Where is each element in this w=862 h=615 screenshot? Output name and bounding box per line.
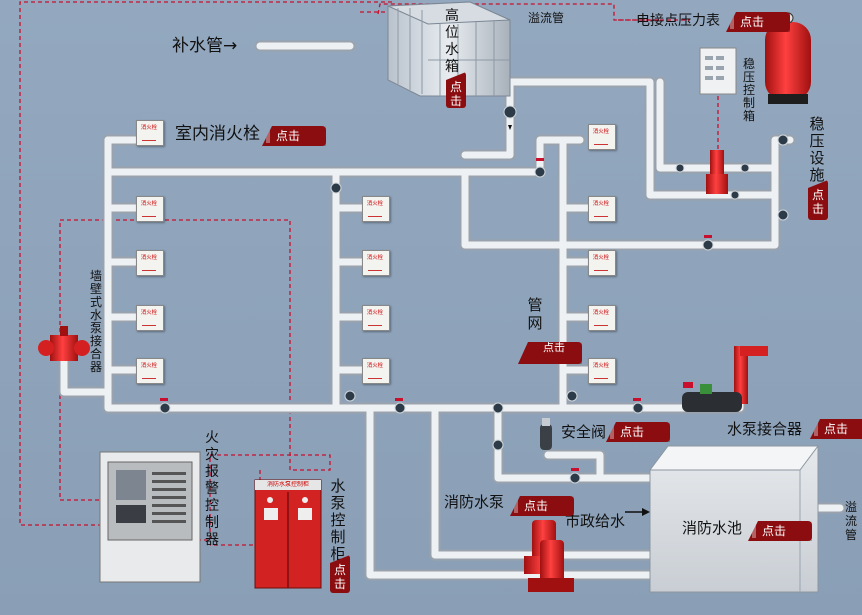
- hydrant-box[interactable]: 消火栓: [136, 305, 164, 331]
- safety-valve-label: 安全阀: [561, 423, 607, 441]
- pump-cabinet-shape: [254, 479, 322, 589]
- hydrant-box[interactable]: 消火栓: [588, 124, 616, 150]
- hydrant-box[interactable]: 消火栓: [136, 250, 164, 276]
- click-label: 点击: [620, 425, 645, 439]
- hydrant-box[interactable]: 消火栓: [136, 358, 164, 384]
- click-label: 点击: [824, 422, 849, 436]
- hydrant-box[interactable]: 消火栓: [588, 196, 616, 222]
- click-label: 点击: [449, 80, 462, 108]
- hydrant-box[interactable]: 消火栓: [362, 305, 390, 331]
- pipe-network-click-button[interactable]: 点击: [518, 342, 582, 364]
- fire-pump-click-button[interactable]: 点击: [510, 496, 574, 516]
- click-label: 点击: [811, 188, 824, 216]
- pump-cabinet-click-button[interactable]: 点击: [330, 555, 350, 593]
- hydrant-box[interactable]: 消火栓: [136, 196, 164, 222]
- pump-adapter-shape: [682, 346, 768, 412]
- indoor-hydrant-label: 室内消火栓: [175, 124, 260, 144]
- wall-connector-shape: [38, 326, 90, 361]
- pressure-gauge-label: 电接点压力表: [636, 13, 720, 29]
- safety-valve-click-button[interactable]: 点击: [606, 422, 670, 442]
- click-label: 点击: [740, 15, 765, 29]
- hydrant-box[interactable]: 消火栓: [362, 250, 390, 276]
- pump-connector-label: 水泵接合器: [727, 420, 803, 438]
- fire-pool-label: 消防水池: [682, 519, 743, 537]
- fire-pump-label: 消防水泵: [444, 493, 505, 511]
- pump-cabinet-plate: 消防水泵控制柜: [266, 481, 309, 488]
- fire-pool-click-button[interactable]: 点击: [748, 521, 812, 541]
- city-water-label: 市政给水: [565, 512, 626, 530]
- pump-connector-click-button[interactable]: 点击: [810, 419, 862, 439]
- click-label: 点击: [276, 129, 301, 143]
- pressure-gauge-click-button[interactable]: 点击: [726, 12, 790, 32]
- fire-pumps-shape: [524, 520, 574, 592]
- overflow-right-label: 溢流管: [844, 500, 857, 542]
- click-label: 点击: [524, 499, 549, 513]
- valves: [159, 105, 789, 484]
- high-tank-shape: [387, 1, 511, 97]
- stab-pumps-shape: [706, 150, 728, 194]
- arrows: [508, 125, 650, 516]
- high-tank-label: 高位水箱: [445, 8, 459, 75]
- stab-device-label: 稳压设施: [809, 115, 825, 184]
- signal-lines: [19, 1, 719, 546]
- fire-pool-shape: [649, 445, 819, 593]
- high-tank-click-button[interactable]: 点击: [446, 72, 466, 108]
- click-label: 点击: [543, 341, 565, 354]
- pipe-network-label: 管网: [527, 296, 543, 332]
- pump-cabinet-label: 水泵控制柜: [330, 477, 346, 563]
- makeup-pipe-label: 补水管→: [172, 36, 238, 56]
- stab-control-box-shape: [699, 47, 737, 95]
- valve-handles: [160, 158, 712, 471]
- click-label: 点击: [333, 563, 346, 591]
- hydrant-box[interactable]: 消火栓: [588, 358, 616, 384]
- stab-cabinet-label: 稳压控制箱: [742, 57, 755, 123]
- hydrant-box[interactable]: 消火栓: [362, 358, 390, 384]
- indoor-hydrant-click-button[interactable]: 点击: [262, 126, 326, 146]
- click-label: 点击: [762, 524, 787, 538]
- overflow-top-label: 溢流管: [528, 11, 565, 25]
- hydrant-box[interactable]: 消火栓: [362, 196, 390, 222]
- wall-connector-label: 墙壁式水泵接合器: [89, 269, 102, 374]
- fire-alarm-shape: [99, 451, 201, 583]
- hydrant-box[interactable]: 消火栓: [136, 120, 164, 146]
- hydrant-box[interactable]: 消火栓: [588, 250, 616, 276]
- fire-alarm-label: 火灾报警控制器: [205, 430, 219, 548]
- stab-device-click-button[interactable]: 点击: [808, 180, 828, 220]
- hydrant-box[interactable]: 消火栓: [588, 305, 616, 331]
- safety-valve-shape: [540, 418, 552, 450]
